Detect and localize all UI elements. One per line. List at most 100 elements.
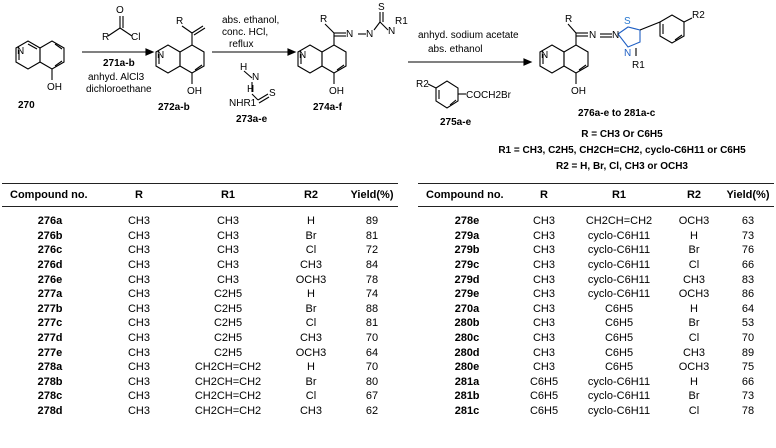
cell-r1: C6H5	[604, 317, 634, 330]
cell-compound: 279e	[454, 288, 480, 301]
cell-compound: 276e	[37, 273, 63, 286]
atom-N-276a: N	[589, 30, 596, 41]
cell-r2: CH3	[682, 273, 705, 286]
cell-r: CH3	[532, 317, 555, 330]
cell-r: CH3	[532, 346, 555, 359]
cell-yield: 83	[741, 273, 755, 286]
atom-R-272: R	[176, 16, 183, 27]
cell-r1: CH2CH=CH2	[585, 215, 653, 228]
cell-compound: 277e	[37, 346, 63, 359]
cell-compound: 279a	[454, 229, 480, 242]
cell-yield: 70	[741, 332, 755, 345]
header-yield: Yield(%)	[726, 189, 770, 201]
cell-r: CH3	[532, 361, 555, 374]
ring-274-benzene	[321, 44, 347, 74]
cell-r2: Br	[688, 390, 700, 403]
cell-compound: 277d	[37, 332, 63, 345]
cell-compound: 280e	[454, 361, 480, 374]
header-r2: R2	[303, 189, 319, 201]
cell-r2: Cl	[305, 317, 317, 330]
cell-r1: CH3	[216, 229, 239, 242]
atom-H-273: H	[240, 62, 247, 73]
atom-NH-273: H	[247, 84, 254, 95]
cell-r: CH3	[532, 273, 555, 286]
cell-r2: OCH3	[295, 273, 327, 286]
cell-r2: OCH3	[295, 346, 327, 359]
cell-yield: 81	[365, 317, 379, 330]
label-274: 274a-f	[313, 102, 343, 113]
cell-yield: 76	[741, 244, 755, 257]
cell-r: CH3	[532, 215, 555, 228]
ring-270-benzene	[39, 40, 65, 70]
cell-r2: Br	[688, 317, 700, 330]
cell-r: CH3	[532, 302, 555, 315]
cell-r: CH3	[532, 259, 555, 272]
atom-N-272: N	[157, 50, 164, 61]
cell-yield: 73	[741, 229, 755, 242]
cell-r: CH3	[127, 229, 150, 242]
atom-Cl-271: Cl	[131, 32, 140, 43]
cell-compound: 280d	[454, 346, 480, 359]
header-r1: R1	[220, 189, 236, 201]
cell-r2: H	[690, 302, 698, 315]
cell-r1: C6H5	[604, 346, 634, 359]
atom-R1-274: R1	[395, 16, 408, 27]
cell-yield: 75	[741, 361, 755, 374]
atom-N-274b: N	[366, 29, 373, 40]
cell-r: CH3	[127, 361, 150, 374]
cell-r: CH3	[127, 259, 150, 272]
cell-compound: 279b	[454, 244, 480, 257]
atom-R-276: R	[565, 14, 572, 25]
cell-compound: 280b	[454, 317, 480, 330]
cell-r: CH3	[532, 332, 555, 345]
cell-r2: Br	[305, 375, 317, 388]
cell-r2: Cl	[688, 332, 700, 345]
def-R2: R2 = H, Br, Cl, CH3 or OCH3	[556, 161, 688, 172]
cell-yield: 81	[365, 229, 379, 242]
atom-N-thiazole: N	[624, 48, 631, 59]
cell-yield: 89	[741, 346, 755, 359]
atom-OH-276: OH	[571, 86, 586, 97]
cell-yield: 62	[365, 405, 379, 418]
cell-compound: 277a	[37, 288, 63, 301]
atom-N-274c: N	[388, 26, 395, 37]
ring-272-benzene	[179, 44, 205, 74]
reagent-naoac: anhyd. sodium acetate	[418, 30, 519, 41]
cell-compound: 278c	[37, 390, 63, 403]
cell-r1: cyclo-C6H11	[587, 273, 651, 286]
cell-yield: 72	[365, 244, 379, 257]
cell-r: CH3	[532, 229, 555, 242]
cell-r: CH3	[127, 390, 150, 403]
atom-OH-274: OH	[329, 86, 344, 97]
cell-r2: CH3	[299, 332, 322, 345]
header-r: R	[135, 189, 143, 201]
atom-N-276: N	[541, 50, 548, 61]
cell-r: C6H5	[529, 375, 559, 388]
scheme-labels: N OH 270 O R Cl 271a-b anhyd. AlCl3 dich…	[17, 2, 705, 128]
cell-compound: 276a	[37, 215, 63, 228]
cell-compound: 278a	[37, 361, 63, 374]
header-r: R	[540, 189, 548, 201]
ring-276-aryl	[659, 14, 685, 44]
cell-compound: 281c	[454, 405, 480, 418]
cell-r1: C6H5	[604, 332, 634, 345]
cell-r: CH3	[127, 288, 150, 301]
cell-yield: 70	[365, 361, 379, 374]
cell-r1: CH2CH=CH2	[194, 390, 262, 403]
cell-r2: Br	[305, 229, 317, 242]
